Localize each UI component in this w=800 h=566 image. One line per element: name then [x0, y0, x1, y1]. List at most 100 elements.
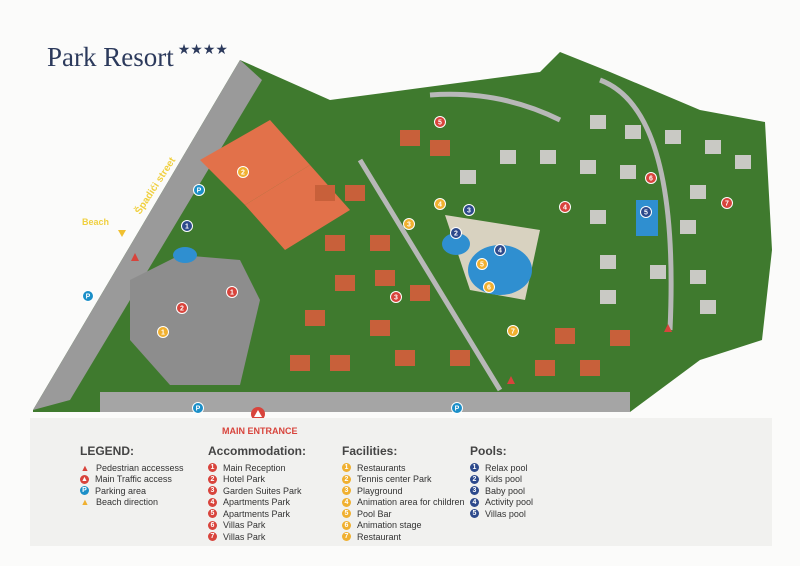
hotel-building: [130, 255, 260, 385]
beach-label: Beach: [82, 217, 109, 227]
facility-marker-label: 1: [161, 330, 165, 337]
parking-marker: [192, 402, 204, 414]
number-badge-icon: 4: [342, 497, 351, 507]
accommodation-marker: [176, 302, 188, 314]
accommodation-marker: [390, 291, 402, 303]
parking-marker-label: P: [455, 406, 460, 413]
legend-label: Main Reception: [223, 462, 286, 473]
number-badge-icon: 2: [208, 474, 217, 484]
legend-item: 4 Apartments Park: [208, 497, 306, 509]
pool-marker-label: 5: [644, 210, 648, 217]
legend-item: 2 Tennis center Park: [342, 474, 465, 486]
legend-item: 5 Apartments Park: [208, 508, 306, 520]
tennis-courts: [200, 120, 310, 205]
number-badge-icon: 5: [208, 509, 217, 519]
accommodation-marker: [645, 172, 657, 184]
legend-item: 3 Baby pool: [470, 485, 533, 497]
legend-label: Apartments Park: [223, 508, 291, 519]
parking-marker-label: P: [196, 406, 201, 413]
legend-item: 5 Pool Bar: [342, 508, 465, 520]
number-badge-icon: 6: [208, 520, 217, 530]
accommodation-marker-label: 7: [725, 201, 729, 208]
parking-marker: [451, 402, 463, 414]
legend-label: Baby pool: [485, 485, 526, 496]
pool-marker: [494, 244, 506, 256]
legend-general: LEGEND: ▲Pedestrian accessess ▲Main Traf…: [80, 444, 184, 508]
number-badge-icon: 4: [208, 497, 217, 507]
accommodation-marker: [559, 201, 571, 213]
facility-marker: [483, 281, 495, 293]
beach-arrow-icon: [118, 230, 126, 237]
parking-marker-label: P: [86, 294, 91, 301]
pedestrian-access-icon: [664, 324, 672, 332]
legend-item: 1 Relax pool: [470, 462, 533, 474]
number-badge-icon: 3: [470, 486, 479, 496]
activity-pool: [468, 245, 532, 295]
facility-marker: [403, 218, 415, 230]
facility-marker: [157, 326, 169, 338]
pool-marker: [181, 220, 193, 232]
legend-label: Villas Park: [223, 531, 266, 542]
legend-label: Hotel Park: [223, 474, 266, 485]
legend-item: 1 Restaurants: [342, 462, 465, 474]
legend-item: 7 Villas Park: [208, 531, 306, 543]
legend-label: Apartments Park: [223, 497, 291, 508]
legend-label: Animation area for children: [357, 497, 465, 508]
legend-label: Activity pool: [485, 497, 534, 508]
parking-marker-label: P: [197, 188, 202, 195]
number-badge-icon: 1: [470, 463, 479, 473]
legend-facilities: Facilities: 1 Restaurants 2 Tennis center Pa…: [342, 444, 465, 543]
main-entrance-label: MAIN ENTRANCE: [222, 426, 298, 436]
accommodation-marker-label: 6: [649, 176, 653, 183]
pool-marker-label: 1: [185, 224, 189, 231]
accommodation-marker-label: 4: [563, 205, 567, 212]
number-badge-icon: 4: [470, 497, 479, 507]
legend-label: Tennis center Park: [357, 474, 432, 485]
legend-label: Pool Bar: [357, 508, 392, 519]
accommodation-marker: [226, 286, 238, 298]
parking-marker: [193, 184, 205, 196]
rating-stars: ★★★★: [177, 43, 228, 58]
pedestrian-access-icon: [507, 376, 515, 384]
facilities-heading: Facilities:: [342, 444, 398, 458]
legend-panel: [30, 418, 772, 546]
accommodation-marker: [434, 116, 446, 128]
number-badge-icon: 3: [208, 486, 217, 496]
number-badge-icon: 7: [342, 532, 351, 542]
number-badge-icon: 1: [342, 463, 351, 473]
page-title: Park Resort★★★★: [47, 42, 228, 72]
beach-direction-icon: ▲: [80, 497, 90, 508]
legend-label: Garden Suites Park: [223, 485, 302, 496]
parking-marker: [82, 290, 94, 302]
facility-marker-label: 4: [438, 202, 442, 209]
legend-label: Villas pool: [485, 508, 526, 519]
legend-item: ▲Main Traffic access: [80, 474, 172, 485]
accommodation-marker-label: 2: [180, 306, 184, 313]
number-badge-icon: 2: [342, 474, 351, 484]
number-badge-icon: 5: [342, 509, 351, 519]
facility-marker: [507, 325, 519, 337]
facility-marker: [476, 258, 488, 270]
pedestrian-triangle-icon: ▲: [80, 462, 90, 473]
pool-marker: [450, 227, 462, 239]
legend-label: Restaurants: [357, 462, 406, 473]
legend-item: 3 Garden Suites Park: [208, 485, 306, 497]
number-badge-icon: 3: [342, 486, 351, 496]
number-badge-icon: 6: [342, 520, 351, 530]
number-badge-icon: 7: [208, 532, 217, 542]
legend-label: Relax pool: [485, 462, 528, 473]
legend-item: 2 Hotel Park: [208, 474, 306, 486]
main-traffic-icon: ▲: [80, 474, 89, 484]
accommodation-heading: Accommodation:: [208, 444, 307, 458]
facility-marker-label: 5: [480, 262, 484, 269]
parking-icon: P: [80, 486, 89, 496]
